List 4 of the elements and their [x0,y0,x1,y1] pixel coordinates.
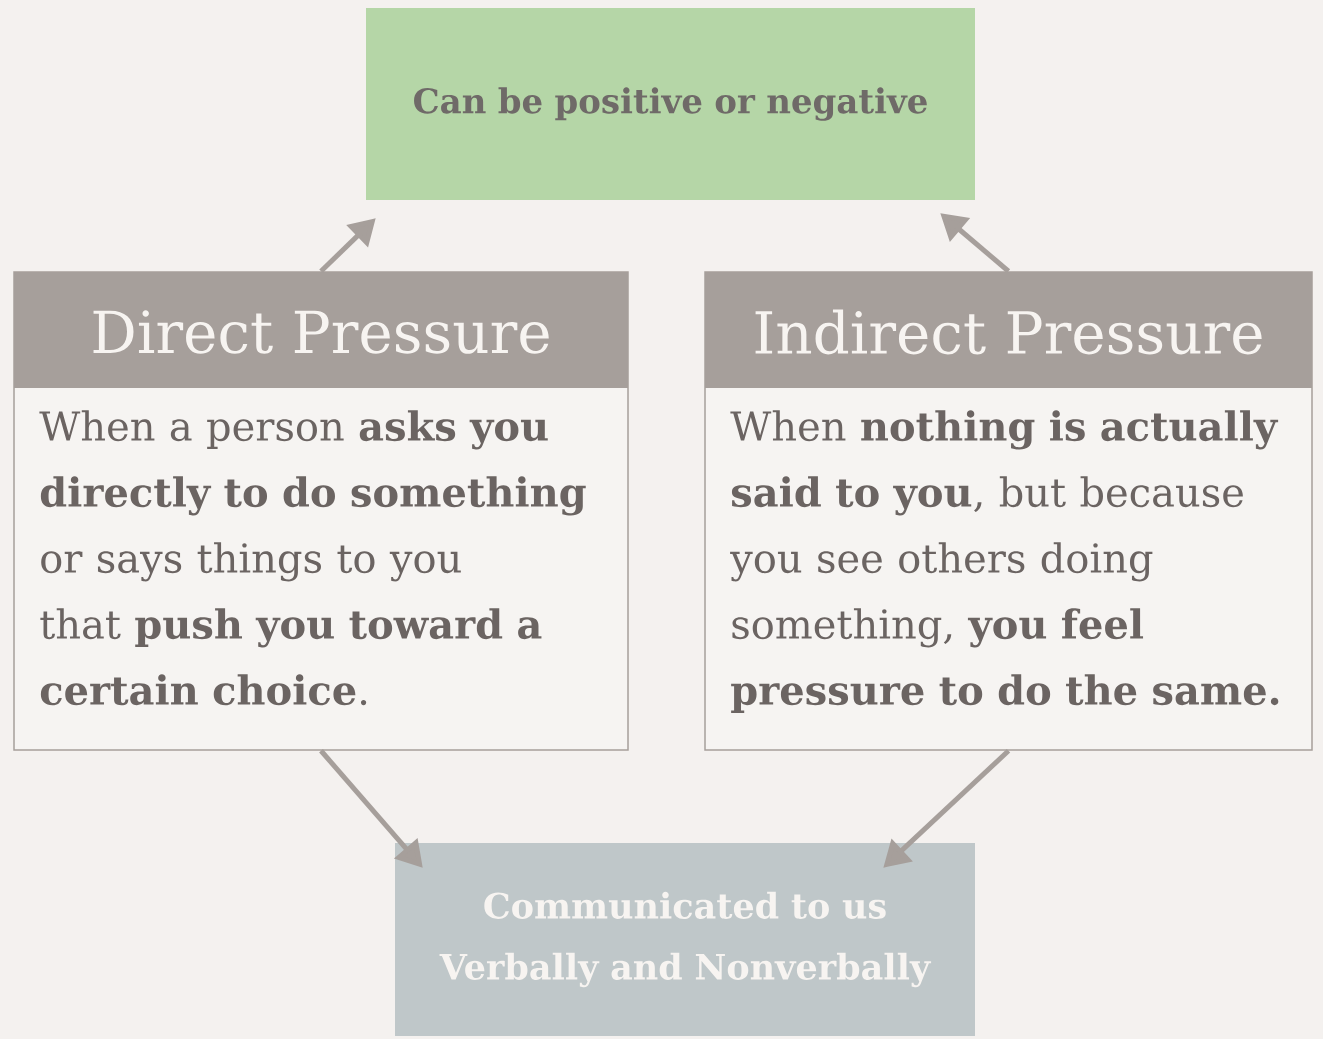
result-box: Can be positive or negative [366,8,975,200]
result-box: Communicated to us Verbally and Nonverbally [395,843,975,1036]
pressure-card: Indirect Pressure When nothing is actually said to you, but because you see others doing something, you feel pressure to do the same. [704,271,1313,751]
pressure-card: Direct Pressure When a person asks you directly to do something or says things to you that push you toward a certain choice. [13,271,629,751]
